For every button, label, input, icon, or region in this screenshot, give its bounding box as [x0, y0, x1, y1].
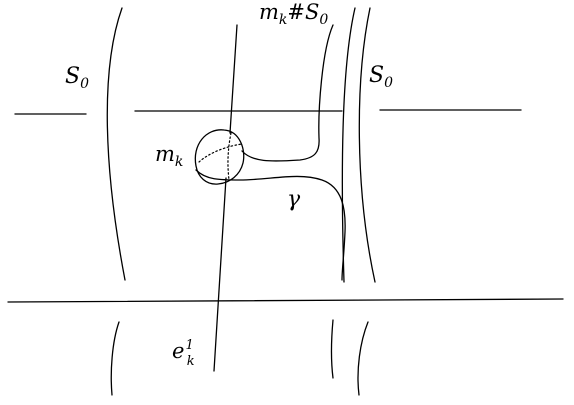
connected-sum-label-rest-sub: 0: [319, 12, 328, 28]
sphere-right-label: S0: [369, 63, 393, 91]
connecting-tube-upper: [241, 24, 334, 162]
meridian-sphere-dotted-equator: [198, 143, 243, 163]
upper-strand: [229, 24, 238, 134]
sphere-left-label-sub: 0: [80, 76, 89, 92]
sphere-right-outer-upper-arc: [358, 7, 376, 283]
connected-sum-label-rest: #S: [287, 0, 319, 24]
edge-label-sub: k: [187, 354, 195, 369]
edge-label-base: e: [172, 339, 184, 363]
sphere-left-label-base: S: [65, 64, 80, 89]
meridian-sphere-outline: [194, 129, 245, 185]
sphere-left-label: S0: [65, 64, 89, 92]
sphere-right-inner-lower-arc: [330, 319, 334, 379]
connected-sum-label-sub: k: [279, 12, 287, 28]
meridian-sphere-dotted-meridian: [227, 132, 232, 181]
sphere-right-label-base: S: [369, 63, 384, 88]
gamma-arc: [195, 169, 346, 281]
sphere-right-label-sub: 0: [384, 75, 393, 91]
edge-strand: [213, 177, 227, 372]
connected-sum-label: mk#S0: [259, 0, 328, 28]
sphere-right-outer-lower-arc: [357, 321, 369, 396]
gamma-label: γ: [287, 187, 301, 212]
sphere-right-inner-upper-arc: [341, 7, 356, 283]
lower-plane-line: [7, 298, 564, 303]
meridian-label-base: m: [155, 142, 175, 166]
meridian-label: mk: [155, 142, 183, 170]
sphere-left-upper-arc: [106, 7, 126, 281]
sphere-left-lower-arc: [110, 321, 120, 396]
connected-sum-label-base: m: [259, 0, 279, 24]
edge-label-sup: 1: [185, 338, 193, 353]
meridian-label-sub: k: [175, 154, 183, 170]
